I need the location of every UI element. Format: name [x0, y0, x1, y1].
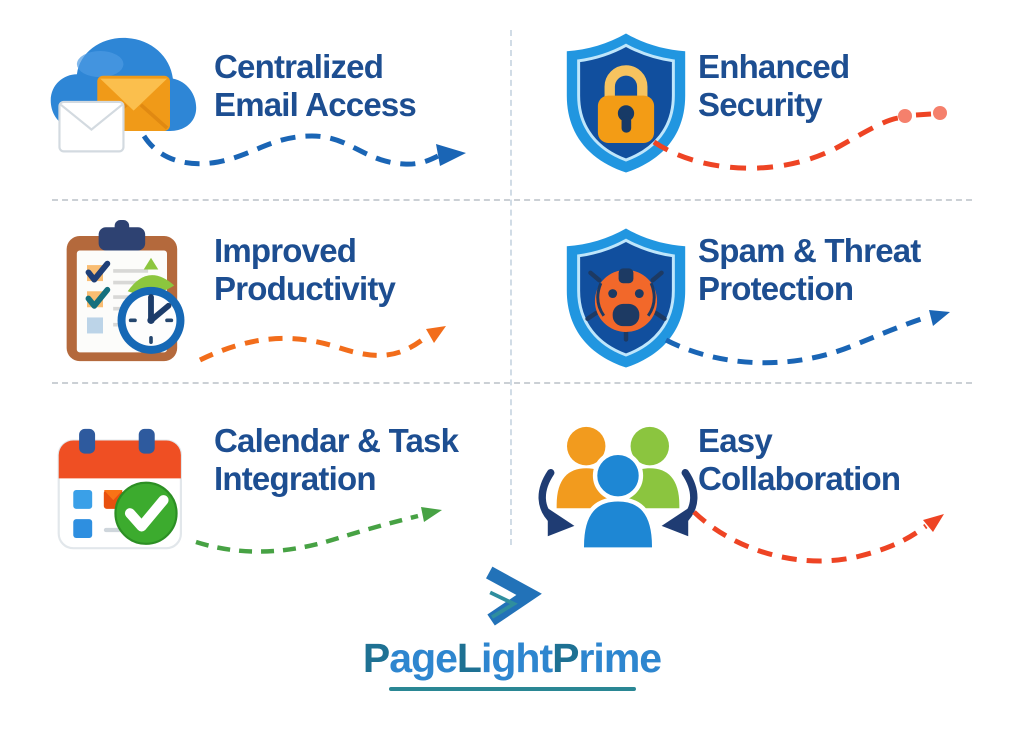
- feature-title-easy-collaboration: Easy Collaboration: [698, 422, 901, 498]
- arrow-dot: [933, 106, 947, 120]
- feature-title-improved-productivity: Improved Productivity: [214, 232, 396, 308]
- logo-text-segment: P: [362, 635, 390, 681]
- feature-title-line: Improved: [214, 232, 357, 269]
- feature-title-line: Collaboration: [698, 459, 901, 497]
- logo-text-segment: age: [389, 635, 458, 681]
- arrow-dot: [898, 109, 912, 123]
- shield-lock-icon: [552, 28, 700, 178]
- feature-title-line: Email Access: [214, 85, 417, 123]
- cloud-email-icon: [42, 24, 202, 174]
- row-divider: [52, 199, 972, 201]
- dashed-flow-arrow: [660, 298, 956, 370]
- arrow-path: [692, 510, 928, 564]
- arrow-path: [664, 315, 925, 366]
- logo-underline: [388, 687, 636, 691]
- arrowhead: [929, 310, 950, 326]
- feature-title-line: Productivity: [214, 269, 396, 307]
- arrow-path: [141, 133, 440, 167]
- logo-text-segment: P: [552, 635, 579, 681]
- feature-title-line: Security: [698, 85, 823, 123]
- dashed-flow-arrow: [194, 306, 460, 368]
- arrowhead: [426, 326, 446, 343]
- logo-chevron-icon: [486, 566, 542, 626]
- arrowhead: [923, 514, 944, 532]
- feature-title-enhanced-security: Enhanced Security: [698, 48, 850, 124]
- feature-title-centralized-email-access: Centralized Email Access: [214, 48, 417, 124]
- brand-logo: PageLightPrime: [0, 563, 1024, 691]
- column-divider: [510, 30, 512, 545]
- row-divider: [52, 382, 972, 384]
- arrow-path: [652, 115, 899, 171]
- feature-title-line: Calendar & Task: [214, 422, 459, 459]
- feature-title-line: Integration: [214, 459, 377, 497]
- logo-text-segment: ight: [480, 635, 553, 681]
- people-icon: [533, 410, 703, 565]
- dashed-flow-arrow: [688, 496, 956, 576]
- dashed-flow-arrow: [190, 494, 458, 554]
- shield-bug-icon: [552, 222, 700, 374]
- feature-title-line: Spam & Threat: [698, 232, 921, 269]
- feature-title-line: Protection: [698, 269, 854, 307]
- arrow-path: [198, 335, 424, 363]
- arrowhead: [436, 144, 466, 166]
- clipboard-clock-icon: [55, 212, 215, 372]
- dashed-flow-arrow: [136, 124, 470, 180]
- arrow-dash: [915, 111, 932, 118]
- logo-text-segment: L: [456, 635, 482, 681]
- arrowhead: [421, 507, 442, 522]
- feature-title-line: Easy: [698, 422, 773, 459]
- feature-title-calendar-task-integration: Calendar & Task Integration: [214, 422, 459, 498]
- feature-title-line: Enhanced: [698, 48, 850, 85]
- dashed-flow-arrow: [648, 92, 954, 178]
- feature-title-spam-threat-protection: Spam & Threat Protection: [698, 232, 921, 308]
- logo-text-segment: rime: [578, 635, 662, 681]
- logo-wordmark: PageLightPrime: [362, 635, 662, 682]
- arrow-path: [195, 513, 419, 554]
- calendar-check-icon: [50, 415, 210, 565]
- feature-title-line: Centralized: [214, 48, 384, 85]
